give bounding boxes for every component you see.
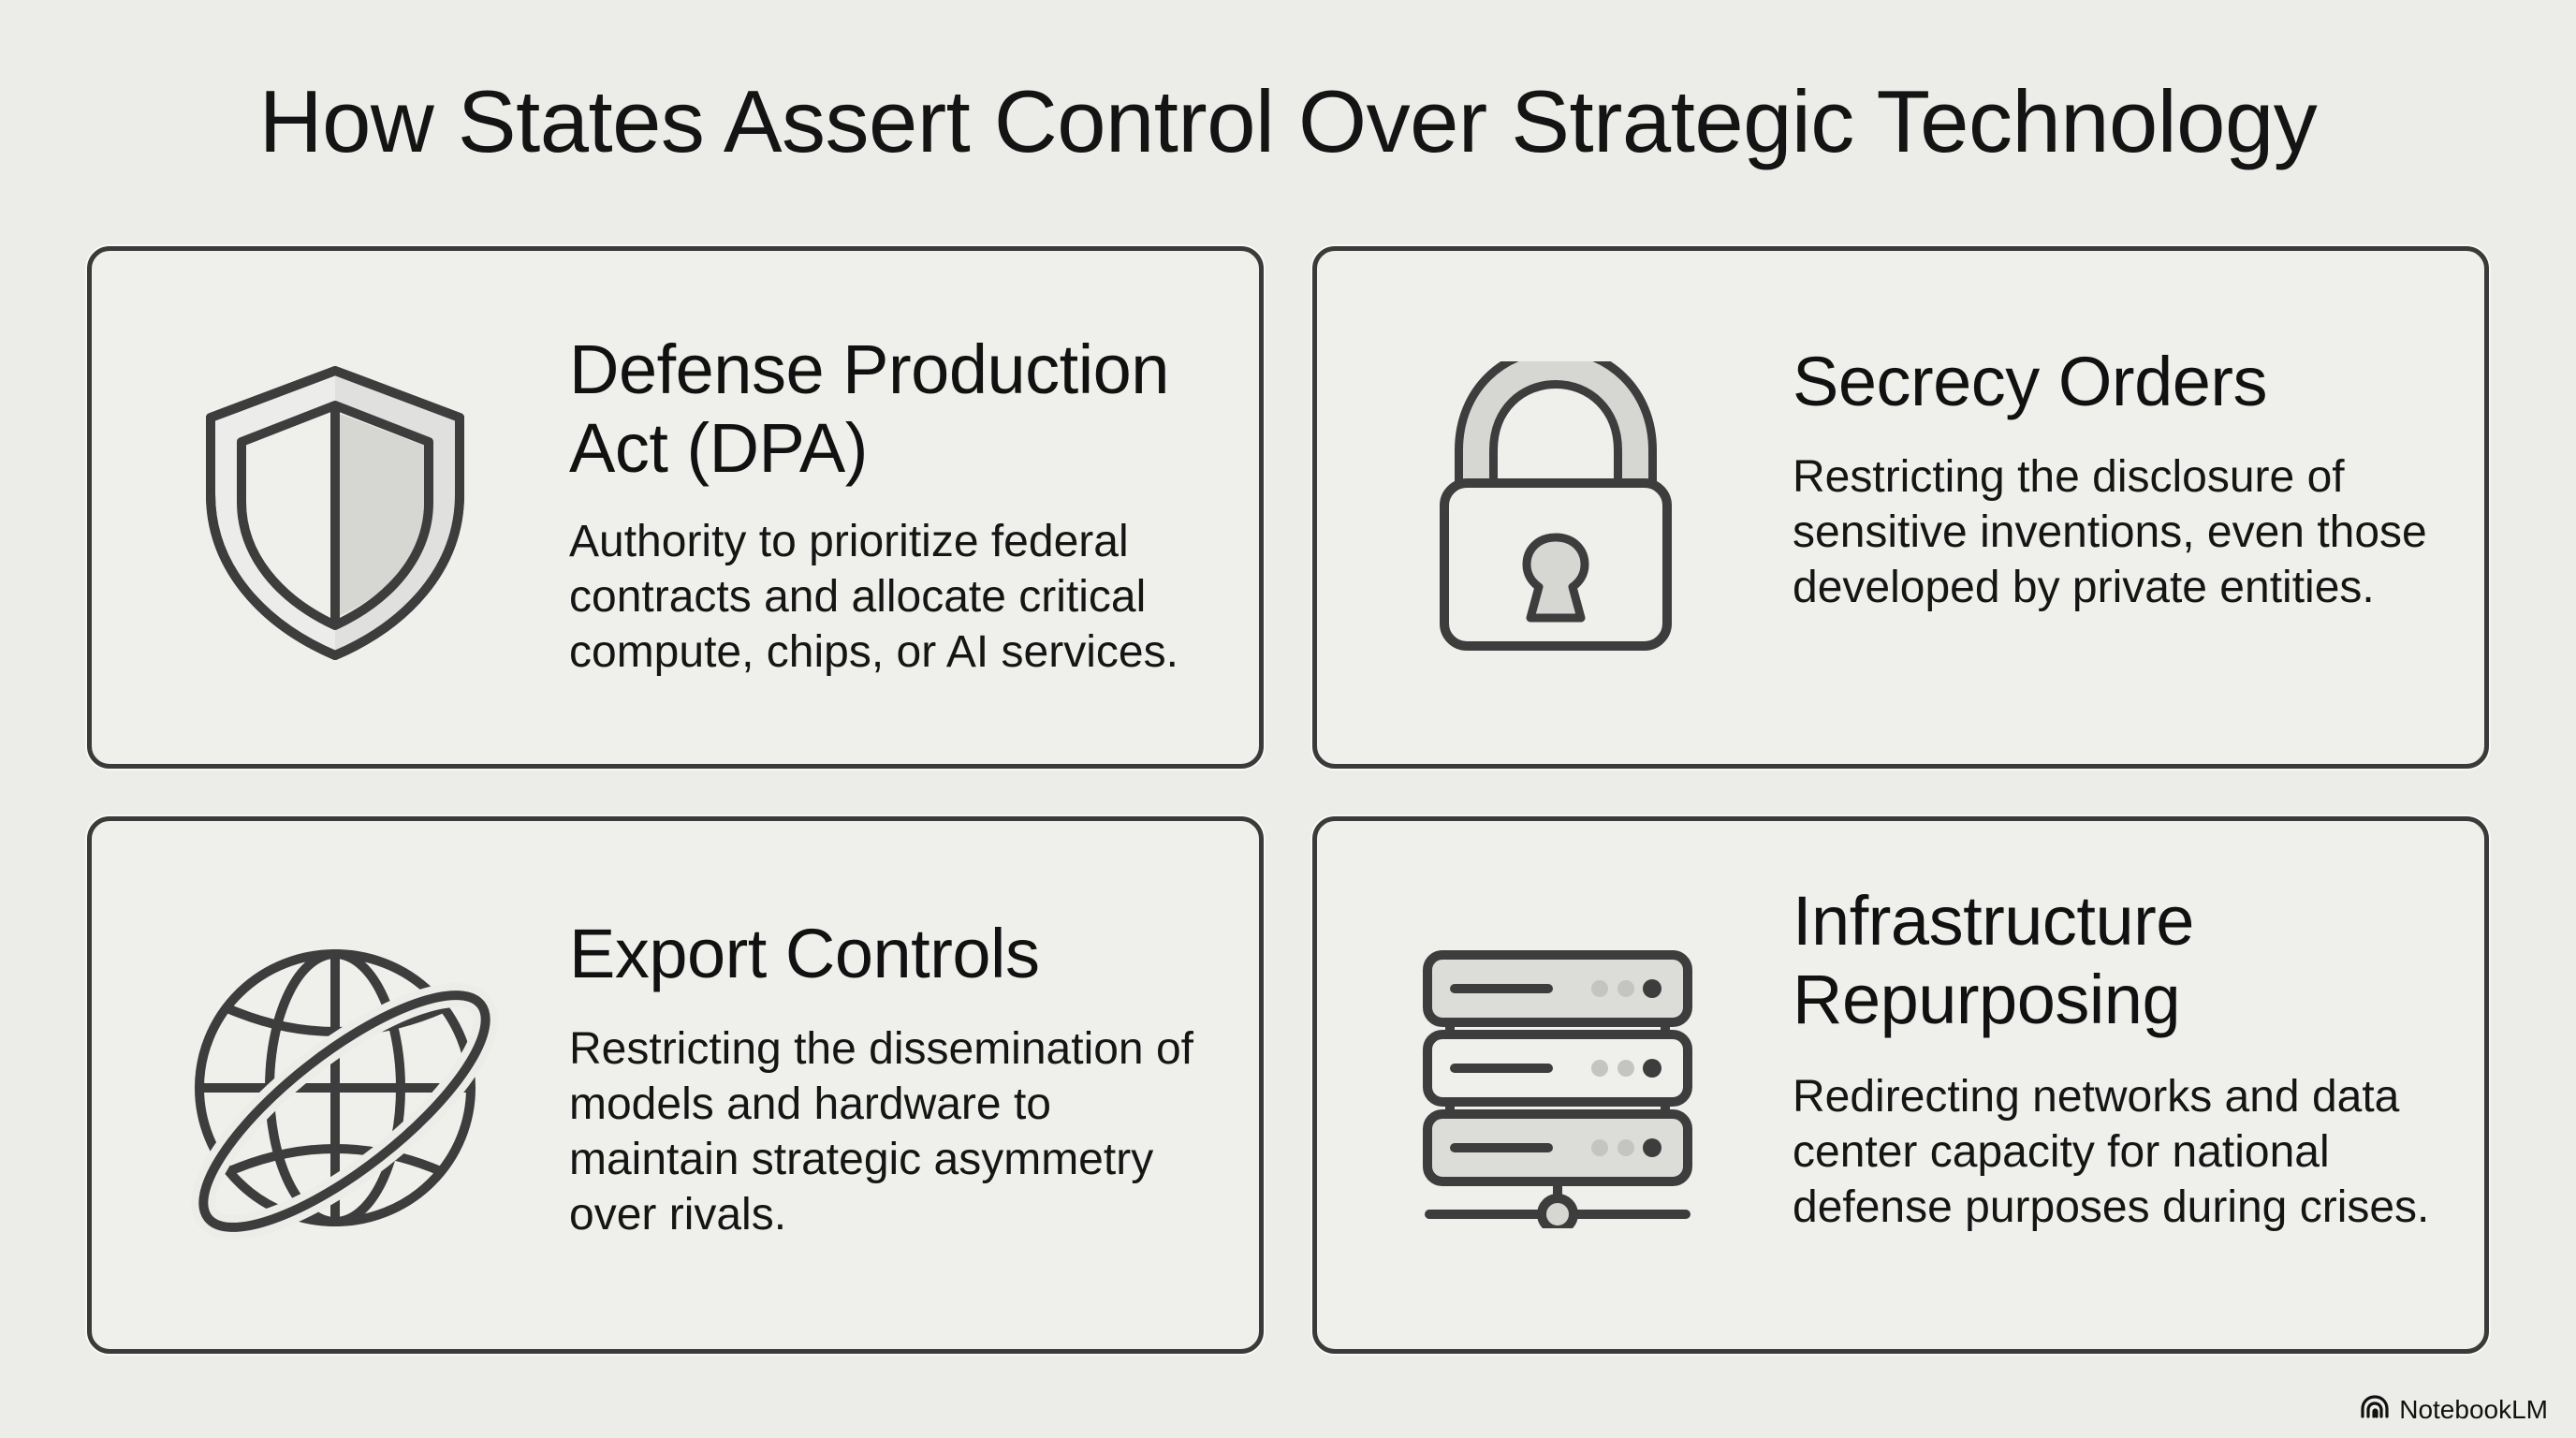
card-title-line: Secrecy Orders <box>1793 343 2268 420</box>
card-title-line: Defense Production <box>569 330 1169 408</box>
card-title-line: Infrastructure <box>1793 882 2194 960</box>
card-defense-production-act: Defense Production Act (DPA) Authority t… <box>87 246 1264 769</box>
card-text: Secrecy Orders Restricting the disclosur… <box>1793 343 2466 615</box>
brand-label: NotebookLM <box>2399 1394 2548 1424</box>
globe-orbit-icon <box>167 947 513 1247</box>
page-title: How States Assert Control Over Strategic… <box>258 72 2318 170</box>
card-secrecy-orders: Secrecy Orders Restricting the disclosur… <box>1312 246 2489 769</box>
card-title: Secrecy Orders <box>1793 343 2466 421</box>
card-text: Defense Production Act (DPA) Authority t… <box>569 330 1243 680</box>
shield-icon <box>199 363 471 663</box>
card-description: Restricting the dissemination of models … <box>569 1024 1193 1240</box>
card-title: Defense Production Act (DPA) <box>569 330 1243 488</box>
server-stack-icon <box>1422 947 1693 1228</box>
card-export-controls: Export Controls Restricting the dissemin… <box>87 816 1264 1354</box>
card-text: Infrastructure Repurposing Redirecting n… <box>1793 882 2466 1235</box>
card-description: Restricting the disclosure of sensitive … <box>1793 452 2427 612</box>
notebooklm-branding: NotebookLM <box>2360 1394 2548 1425</box>
card-title: Export Controls <box>569 915 1243 993</box>
card-text: Export Controls Restricting the dissemin… <box>569 915 1243 1242</box>
card-description: Authority to prioritize federal contract… <box>569 517 1178 677</box>
card-title: Infrastructure Repurposing <box>1793 882 2466 1039</box>
card-title-line: Repurposing <box>1793 961 2181 1038</box>
notebooklm-logo-icon <box>2360 1394 2390 1425</box>
padlock-icon <box>1439 361 1673 652</box>
card-title-line: Export Controls <box>569 915 1040 992</box>
card-infrastructure-repurposing: Infrastructure Repurposing Redirecting n… <box>1312 816 2489 1354</box>
card-description: Redirecting networks and data center cap… <box>1793 1072 2430 1232</box>
card-title-line: Act (DPA) <box>569 409 868 487</box>
